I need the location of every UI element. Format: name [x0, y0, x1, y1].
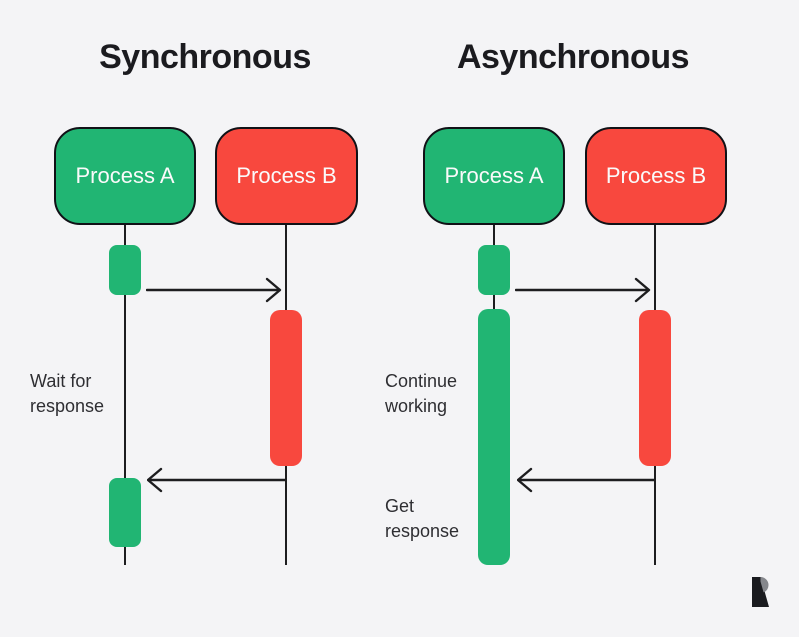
- sync-request-arrow: [146, 277, 282, 303]
- r-mark-icon: [752, 577, 769, 607]
- async-response-arrow: [517, 467, 655, 493]
- wait-for-response-label: Wait for response: [30, 371, 105, 416]
- sync-process-a-box: Process A: [54, 127, 196, 225]
- async-a-activation-bar-1: [478, 245, 510, 295]
- sync-a-activation-bar-1: [109, 245, 141, 295]
- sync-b-activation-bar: [270, 310, 302, 466]
- process-a-label: Process A: [75, 163, 175, 188]
- sync-process-b-box: Process B: [215, 127, 358, 225]
- brand-logo: [752, 577, 776, 607]
- sync-a-activation-bar-2: [109, 478, 141, 547]
- process-b-label: Process B: [605, 163, 707, 188]
- async-b-activation-bar: [639, 310, 671, 466]
- get-response-label: Get response: [385, 496, 460, 541]
- async-process-b-box: Process B: [585, 127, 727, 225]
- async-request-arrow: [515, 277, 651, 303]
- process-b-label: Process B: [236, 163, 337, 188]
- async-process-a-box: Process A: [423, 127, 565, 225]
- async-a-activation-bar-long: [478, 309, 510, 565]
- sync-process-a-lifeline: [124, 225, 126, 565]
- synchronous-title: Synchronous: [99, 38, 311, 76]
- asynchronous-title: Asynchronous: [456, 38, 690, 76]
- sync-response-arrow: [147, 467, 286, 493]
- continue-working-label: Continue working: [385, 371, 458, 416]
- process-a-label: Process A: [444, 163, 544, 188]
